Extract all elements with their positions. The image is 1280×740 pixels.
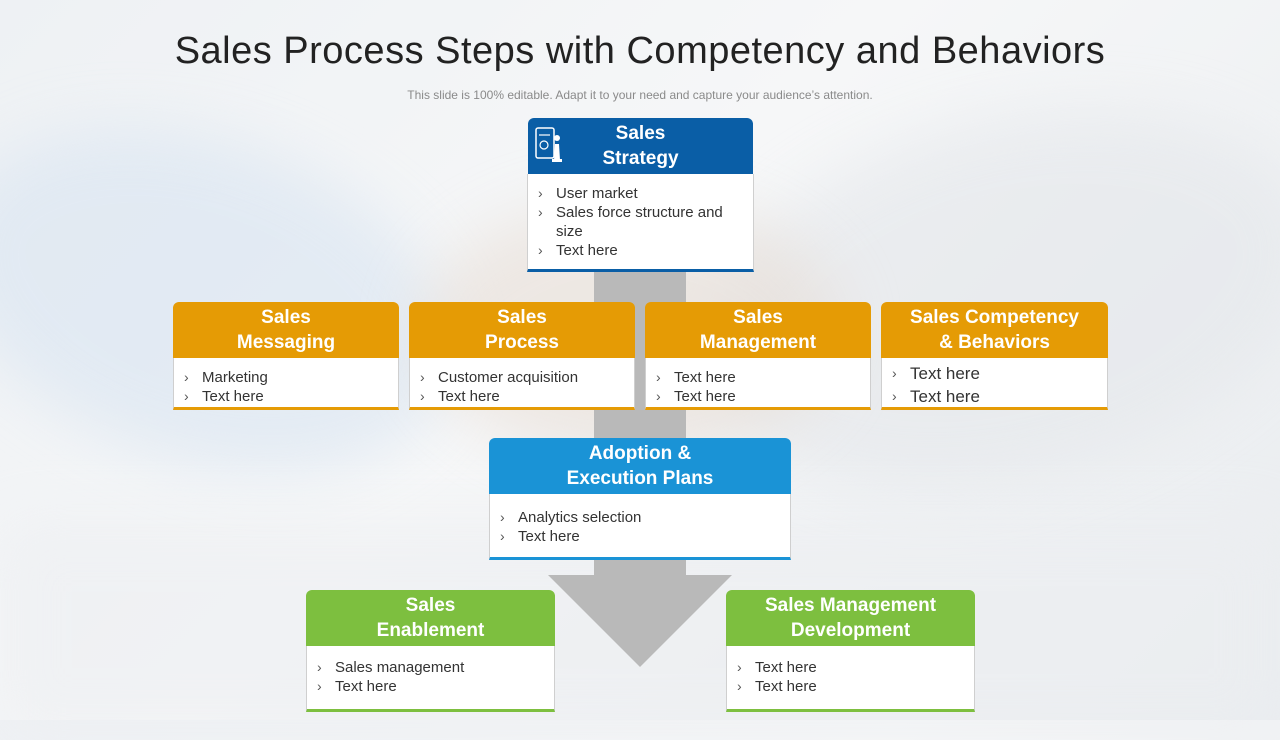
card-header: Adoption & Execution Plans [489,438,791,494]
card-sales-management: Sales Management Text here Text here [645,302,871,410]
card-title-line: Sales Management [764,595,937,616]
list-item: Text here [656,387,860,406]
slide-title: Sales Process Steps with Competency and … [174,30,1106,72]
strategy-chess-icon [535,127,562,162]
card-sales-strategy: Sales Strategy User market Sales force s… [527,118,754,272]
card-body: Text here Text here [881,358,1108,410]
list-item: Text here [420,387,624,406]
card-title-line: & Behaviors [939,332,1050,353]
arrow-shaft-lower [594,558,686,578]
card-sales-competency: Sales Competency & Behaviors Text here T… [881,302,1108,410]
card-title-line: Messaging [236,332,336,353]
card-body: Customer acquisition Text here [409,358,635,410]
card-header: Sales Strategy [528,118,753,174]
list-item: Text here [892,362,1097,385]
card-header: Sales Process [409,302,635,358]
list-item: Text here [737,677,964,696]
card-title-line: Sales [497,307,547,328]
slide-subtitle: This slide is 100% editable. Adapt it to… [407,88,873,102]
card-title-line: Enablement [376,620,485,641]
card-body: User market Sales force structure and si… [527,174,754,272]
card-title-line: Sales Competency [910,307,1079,328]
card-adoption-execution: Adoption & Execution Plans Analytics sel… [489,438,791,560]
down-arrow-head [548,575,732,667]
card-title-line: Execution Plans [566,468,714,489]
list-item: Text here [317,677,544,696]
card-title-line: Sales [261,307,311,328]
list-item: Sales management [317,658,544,677]
card-header: Sales Enablement [306,590,555,646]
card-title-line: Sales [405,595,456,616]
list-item: Text here [737,658,964,677]
list-item: Text here [892,385,1097,408]
card-title-line: Development [790,620,911,641]
card-header: Sales Messaging [173,302,399,358]
card-sales-management-development: Sales Management Development Text here T… [726,590,975,712]
card-body: Text here Text here [645,358,871,410]
list-item: Text here [538,241,743,260]
list-item: Text here [184,387,388,406]
list-item: User market [538,184,743,203]
card-header: Sales Competency & Behaviors [881,302,1108,358]
card-body: Text here Text here [726,646,975,712]
card-sales-messaging: Sales Messaging Marketing Text here [173,302,399,410]
card-header: Sales Management [645,302,871,358]
background-sleeve [0,67,497,533]
card-title-line: Sales [733,307,783,328]
list-item: Customer acquisition [420,368,624,387]
card-sales-process: Sales Process Customer acquisition Text … [409,302,635,410]
card-body: Sales management Text here [306,646,555,712]
card-title-line: Process [485,332,559,353]
list-item: Text here [500,527,780,546]
card-sales-enablement: Sales Enablement Sales management Text h… [306,590,555,712]
list-item: Sales force structure and size [538,203,743,241]
list-item: Text here [656,368,860,387]
card-header: Sales Management Development [726,590,975,646]
card-title-line: Management [699,332,817,353]
list-item: Marketing [184,368,388,387]
card-title-line: Adoption & [588,443,692,464]
list-item: Analytics selection [500,508,780,527]
card-body: Analytics selection Text here [489,494,791,560]
card-body: Marketing Text here [173,358,399,410]
card-title-line: Sales [615,123,666,144]
card-title-line: Strategy [602,148,679,169]
